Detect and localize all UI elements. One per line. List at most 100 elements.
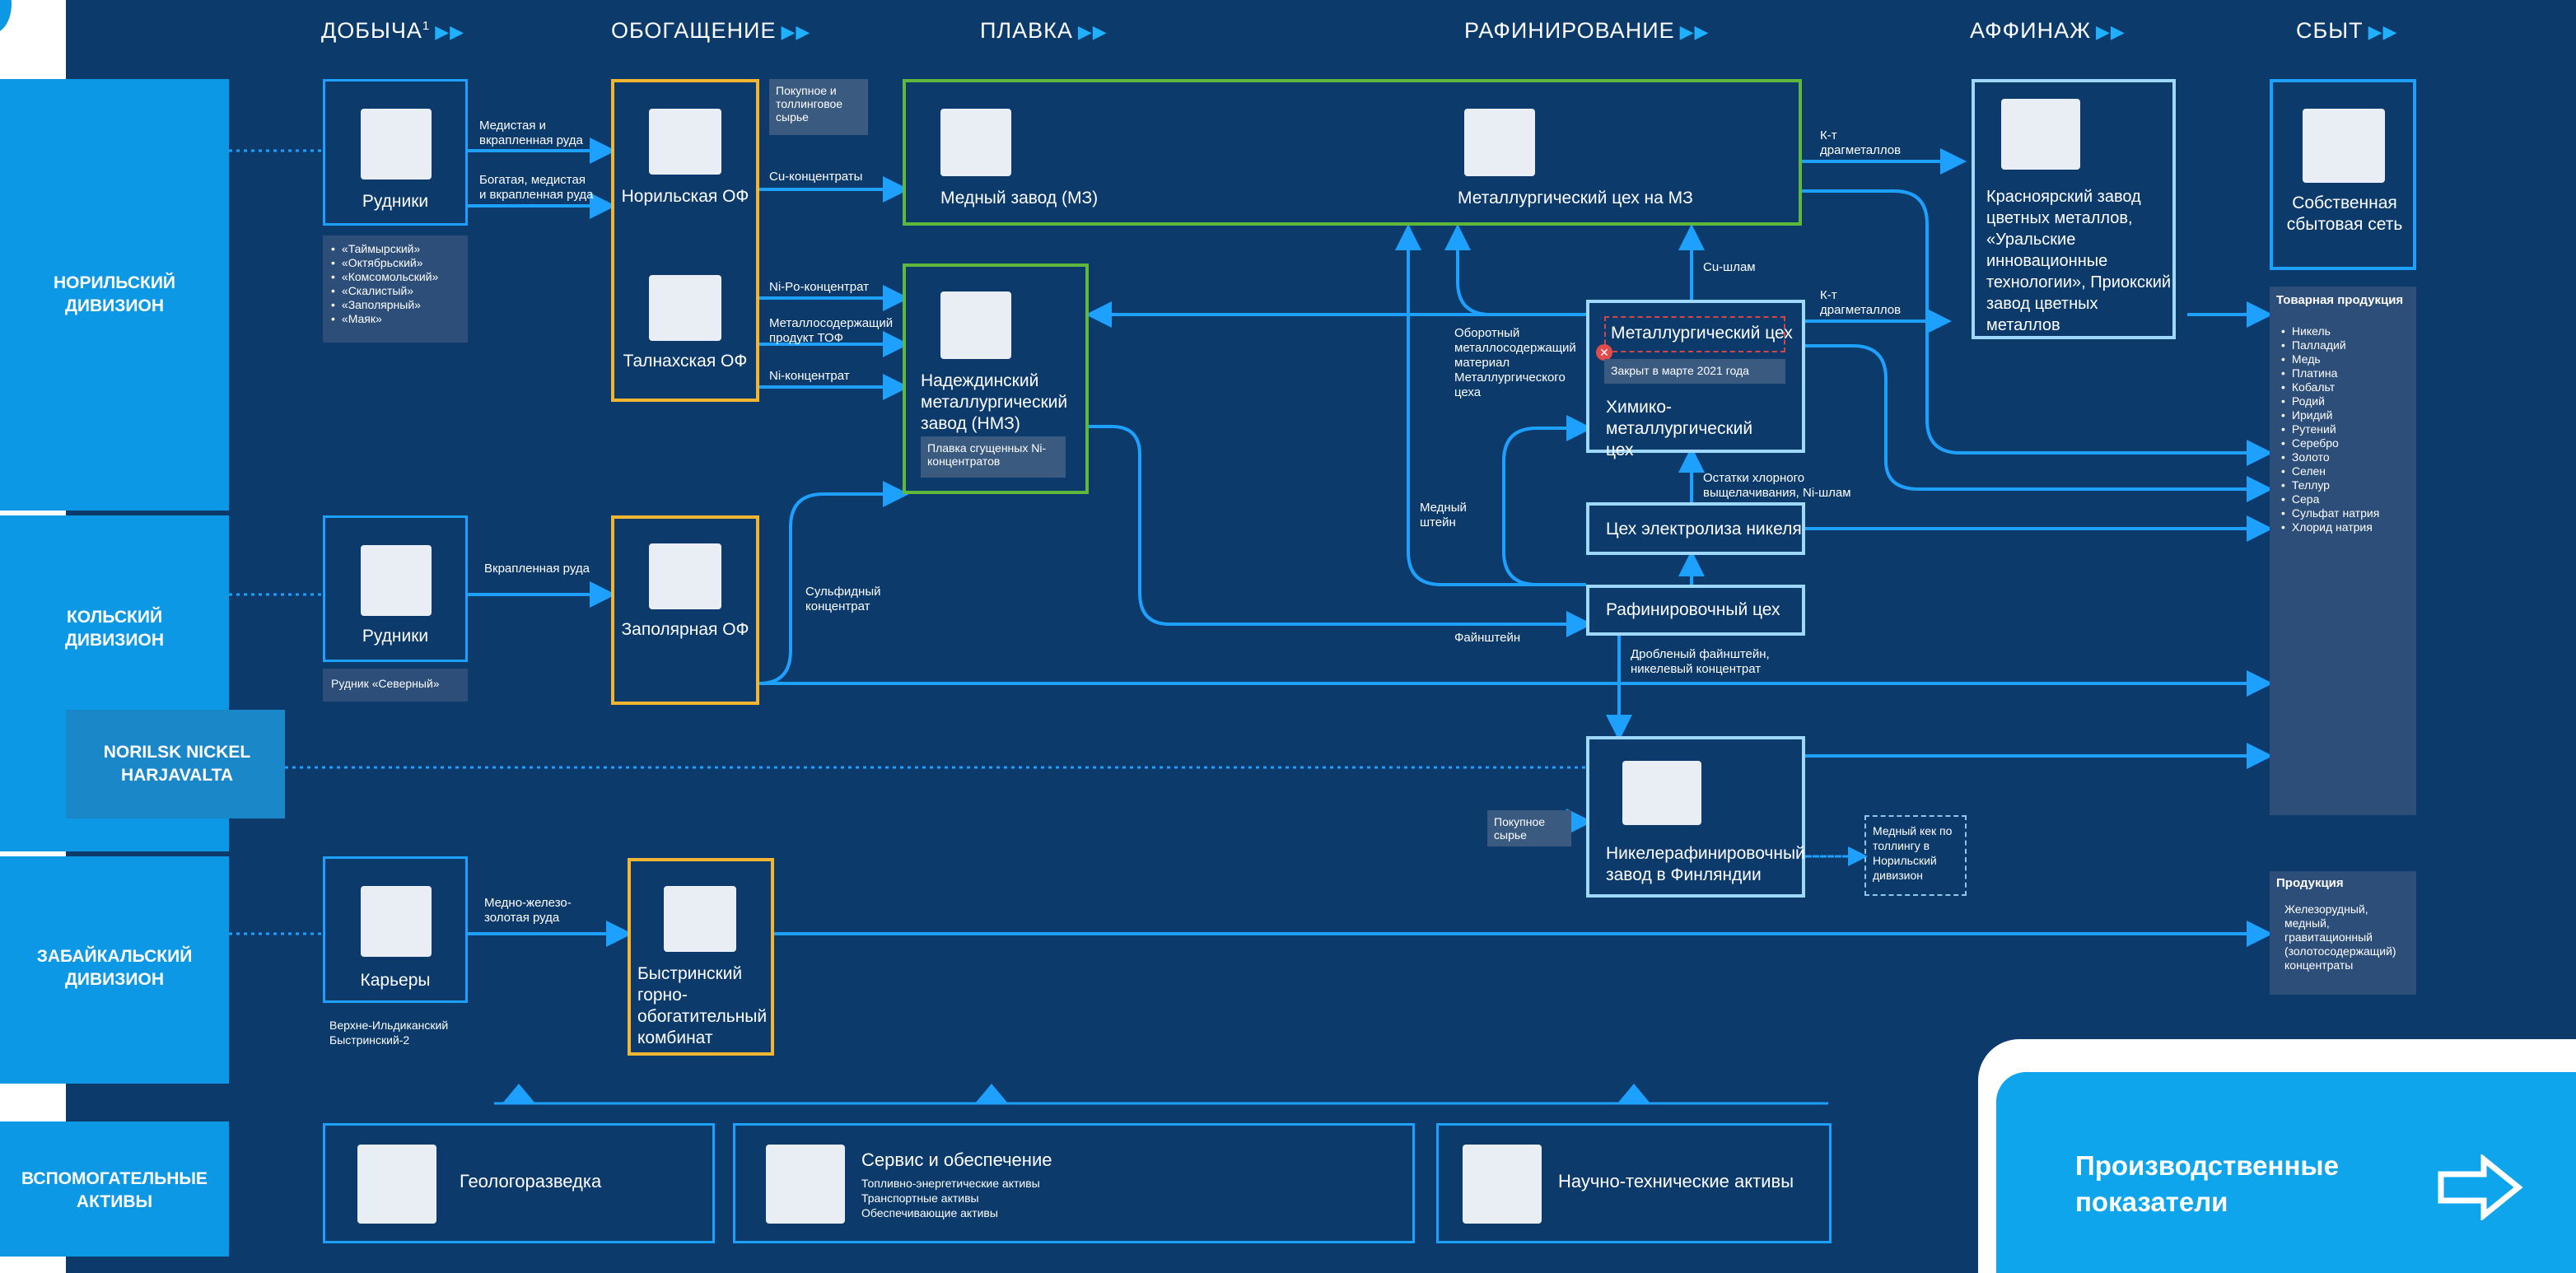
aux-service-list: Топливно-энергетические активы Транспорт… — [861, 1176, 1040, 1220]
service-item: Топливно-энергетические активы — [861, 1177, 1040, 1190]
factory-icon — [649, 275, 721, 341]
mines-norilsk-title: Рудники — [362, 192, 429, 211]
mines-kola-title: Рудники — [362, 627, 429, 646]
zab-products-title: Продукция — [2276, 876, 2344, 890]
product-item: Сера — [2281, 492, 2408, 506]
product-item: Селен — [2281, 464, 2408, 478]
metal-shop: Металлургический цех — [1611, 324, 1793, 343]
aux-geo: Геологоразведка — [460, 1171, 602, 1191]
kola-mine-name: Рудник «Северный» — [331, 677, 440, 690]
smelter-icon — [940, 291, 1011, 359]
flow-kt1: К-т драгметаллов — [1820, 128, 1902, 157]
factory-icon — [664, 886, 736, 952]
flow-metal-product: Металлосодержащий продукт ТОФ — [769, 316, 894, 345]
mine-icon — [361, 545, 432, 616]
norilsk-of: Норильская ОФ — [621, 187, 749, 206]
lane-harjavalta — [66, 710, 285, 818]
flow-fine-matte: Файнштейн — [1454, 631, 1521, 645]
stage-arrow-icon: ▶▶ — [435, 21, 465, 42]
products-title: Товарная продукция — [2276, 293, 2404, 307]
aux-service-title: Сервис и обеспечение — [861, 1149, 1052, 1170]
mine-item: «Маяк» — [331, 312, 460, 326]
product-item: Платина — [2281, 366, 2408, 380]
product-item: Никель — [2281, 324, 2408, 338]
zab-products-panel — [2270, 871, 2416, 995]
flow-sulfide: Сульфидный концентрат — [805, 585, 881, 613]
mine-item: «Заполярный» — [331, 298, 460, 312]
stage-mining-footnote: 1 — [422, 19, 431, 33]
flow-copper-matte: Медный штейн — [1420, 501, 1467, 529]
stage-arrow-icon: ▶▶ — [2096, 21, 2126, 42]
stage-mining-label: ДОБЫЧА — [321, 18, 422, 43]
product-item: Медь — [2281, 352, 2408, 366]
aux-rnd: Научно-технические активы — [1558, 1171, 1794, 1191]
purchased2-note: Покупное сырье — [1487, 810, 1571, 846]
zab-products-item: Железорудный, медный, гравитационный (зо… — [2284, 902, 2396, 972]
zapolyar-of: Заполярная ОФ — [621, 620, 749, 639]
port-icon — [2303, 109, 2385, 183]
flow-copper-cake: Медный кек по толлингу в Норильский диви… — [1873, 824, 1953, 882]
microscope-icon — [1463, 1145, 1542, 1224]
stage-sales: СБЫТ▶▶ — [2296, 18, 2397, 44]
flow-kola-ore: Вкрапленная руда — [484, 562, 590, 576]
theodolite-icon — [357, 1145, 436, 1224]
plant-icon — [2001, 99, 2080, 170]
service-icon — [766, 1145, 845, 1224]
pits-zabaikal-list: Верхне-Ильдиканский Быстринский-2 — [329, 1018, 448, 1047]
factory-icon — [649, 109, 721, 175]
aux-geo-box — [323, 1123, 715, 1243]
flow-recycled: Оборотный металлосодержащий материал Мет… — [1454, 326, 1576, 399]
stage-enrichment: ОБОГАЩЕНИЕ▶▶ — [611, 18, 810, 44]
closed-x-icon: ✕ — [1596, 344, 1612, 361]
stage-affinage: АФФИНАЖ▶▶ — [1970, 18, 2126, 44]
mine-item: «Октябрьский» — [331, 256, 460, 270]
flow-zab-ore: Медно-железо-золотая руда — [484, 896, 572, 925]
krasnoyarsk: Красноярский завод цветных металлов, «Ур… — [1986, 188, 2172, 334]
mine-item: «Таймырский» — [331, 242, 460, 256]
stage-affinage-label: АФФИНАЖ — [1970, 18, 2092, 43]
product-item: Иридий — [2281, 408, 2408, 422]
closed-note: Закрыт в марте 2021 года — [1604, 359, 1785, 384]
pit-item: Быстринский-2 — [329, 1033, 410, 1047]
division-norilsk: НОРИЛЬСКИЙ ДИВИЗИОН — [53, 273, 176, 315]
product-item: Палладий — [2281, 338, 2408, 352]
product-item: Кобальт — [2281, 380, 2408, 394]
finland: Никелерафинировочный завод в Финляндии — [1606, 844, 1805, 884]
flow-chlorine: Остатки хлорного выщелачивания, Ni-шлам — [1703, 471, 1851, 500]
lane-norilsk — [0, 79, 229, 511]
arrow-right-icon[interactable] — [2438, 1154, 2523, 1220]
aux-service-box — [733, 1123, 1415, 1243]
division-zabaikal: ЗАБАЙКАЛЬСКИЙ ДИВИЗИОН — [36, 947, 193, 989]
smelter-icon — [1464, 109, 1535, 176]
refining-shop: Рафинировочный цех — [1606, 600, 1780, 619]
product-item: Рутений — [2281, 422, 2408, 436]
nmz: Надеждинский металлургический завод (НМЗ… — [921, 371, 1068, 433]
mines-kola-note: Рудник «Северный» — [323, 669, 468, 702]
pits-zabaikal-title: Карьеры — [360, 971, 431, 990]
nmz-note: Плавка сгущенных Ni-концентратов — [921, 436, 1066, 478]
products-list: Никель Палладий Медь Платина Кобальт Род… — [2270, 318, 2416, 541]
mine-icon — [361, 109, 432, 180]
product-item: Родий — [2281, 394, 2408, 408]
chem-shop: Химико-металлургический цех — [1606, 398, 1753, 459]
quarry-icon — [361, 886, 432, 957]
cta-title[interactable]: Производственные показатели — [2075, 1148, 2339, 1220]
purchased-raw-note: Покупное и толлинговое сырье — [769, 79, 868, 135]
refinery-icon — [1622, 761, 1701, 825]
stage-arrow-icon: ▶▶ — [1077, 21, 1108, 42]
lane-zabaikal — [0, 856, 229, 1084]
product-item: Сульфат натрия — [2281, 506, 2408, 520]
factory-icon — [649, 543, 721, 609]
stage-arrow-icon: ▶▶ — [781, 21, 811, 42]
stage-mining: ДОБЫЧА1 ▶▶ — [321, 18, 464, 44]
metal-shop-closed-frame — [1604, 316, 1785, 352]
product-item: Золото — [2281, 450, 2408, 464]
flow-crushed: Дробленый файнштейн, никелевый концентра… — [1631, 647, 1770, 676]
division-aux: ВСПОМОГАТЕЛЬНЫЕ АКТИВЫ — [21, 1169, 208, 1211]
division-kola: КОЛЬСКИЙ ДИВИЗИОН — [64, 608, 165, 650]
product-item: Серебро — [2281, 436, 2408, 450]
service-item: Транспортные активы — [861, 1191, 979, 1205]
pit-item: Верхне-Ильдиканский — [329, 1019, 449, 1032]
product-item: Теллур — [2281, 478, 2408, 492]
